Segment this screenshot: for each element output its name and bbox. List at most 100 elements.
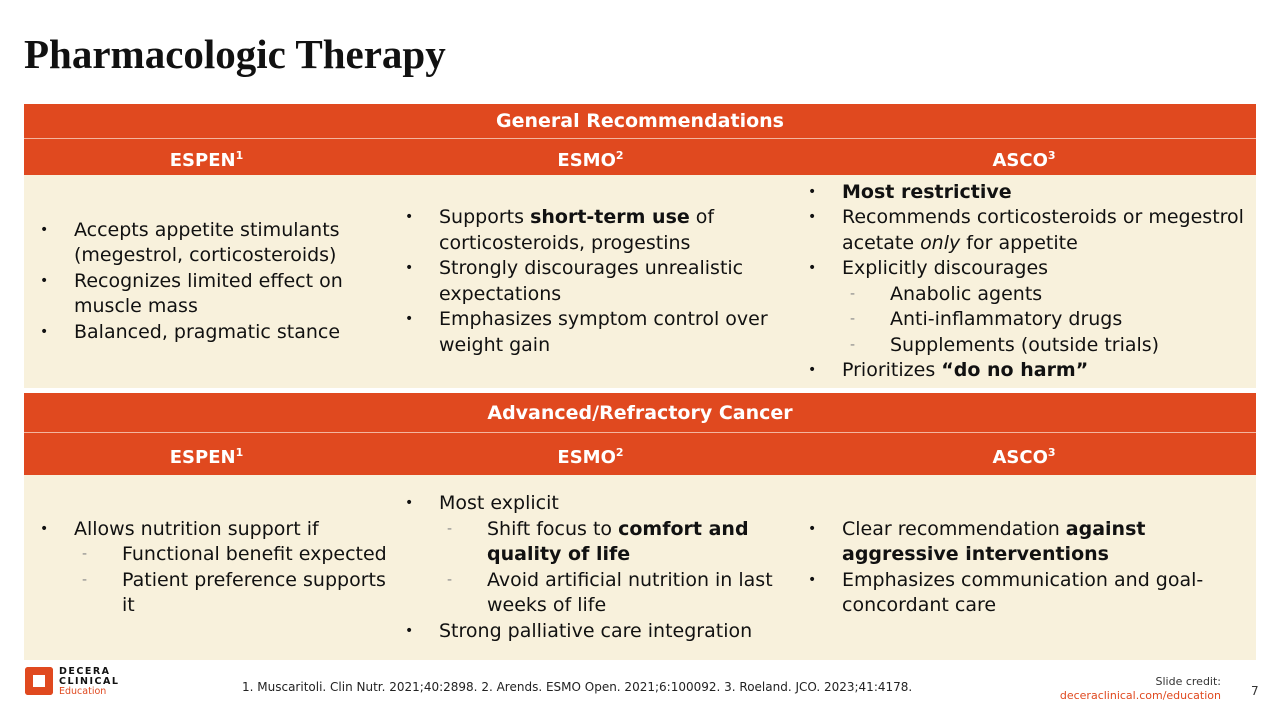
- column-name: ESMO: [557, 150, 616, 171]
- list-item-text: Recognizes limited effect on muscle mass: [74, 269, 389, 320]
- list-item-text: Most restrictive: [842, 180, 1012, 206]
- decera-logo: DECERA CLINICAL Education: [25, 667, 119, 697]
- text-segment: Strongly discourages unrealistic expecta…: [439, 257, 744, 305]
- list-item: • Most explicit: [405, 491, 792, 517]
- list-item-text: Emphasizes symptom control over weight g…: [439, 307, 792, 358]
- dash-icon: -: [850, 336, 856, 353]
- list-item-text: Functional benefit expected: [122, 542, 387, 568]
- text-segment: for appetite: [960, 231, 1078, 254]
- list-item-text: Prioritizes “do no harm”: [842, 358, 1088, 384]
- column-name: ASCO: [992, 447, 1048, 468]
- column-ref: 1: [235, 446, 244, 459]
- list-item: - Functional benefit expected: [40, 542, 389, 568]
- list-item: - Shift focus to comfort and quality of l…: [405, 517, 792, 568]
- list-item-text: Patient preference supports it: [122, 568, 389, 619]
- list-item: -Patient preference supports it: [40, 568, 389, 619]
- list-item: • Prioritizes “do no harm”: [808, 358, 1256, 384]
- text-segment: Supports: [439, 206, 531, 228]
- text-segment: Balanced, pragmatic stance: [74, 320, 341, 343]
- list-item: •Recommends corticosteroids or megestrol…: [808, 205, 1256, 256]
- credit-link[interactable]: deceraclinical.com/education: [1059, 689, 1221, 702]
- text-segment: Recommends corticosteroids or megestrol …: [842, 206, 1244, 254]
- list-item: • Clear recommendation against aggressive…: [808, 517, 1256, 568]
- text-segment: Allows nutrition support if: [74, 517, 319, 540]
- dash-icon: -: [850, 285, 856, 302]
- dash-icon: -: [447, 520, 453, 537]
- list-item: • Strong palliative care integration: [405, 619, 792, 645]
- text-segment: Strong palliative care integration: [439, 619, 753, 642]
- page-number: 7: [1251, 684, 1259, 698]
- list-item: -Avoid artificial nutrition in last week…: [405, 568, 792, 619]
- list-item-text: Accepts appetite stimulants (megestrol, …: [74, 218, 389, 269]
- text-segment: Recognizes limited effect on muscle mass: [74, 269, 343, 318]
- text-segment: Emphasizes symptom control over weight g…: [439, 308, 768, 356]
- column-ref: 2: [615, 446, 624, 459]
- list-item: -Anti-inflammatory drugs: [808, 307, 1256, 333]
- column-cell-asco: • Clear recommendation against aggressive…: [792, 475, 1256, 660]
- text-segment: Shift focus to: [487, 517, 619, 540]
- text-segment: Functional benefit expected: [122, 543, 387, 565]
- list-item: •Supports short-term use of corticostero…: [405, 205, 792, 256]
- bold-text: comfort and quality of life: [487, 517, 749, 566]
- logo-line1: DECERA: [59, 666, 111, 677]
- section-title: General Recommendations: [24, 104, 1256, 139]
- column-header-espen: ESPEN1: [24, 139, 389, 175]
- list-item: • Recognizes limited effect on muscle mas…: [40, 269, 389, 320]
- bullet-icon: •: [405, 311, 414, 327]
- column-ref: 2: [615, 149, 624, 162]
- list-item: •Allows nutrition support if: [40, 517, 389, 543]
- list-item-text: Anti-inflammatory drugs: [890, 307, 1122, 333]
- column-header-espen: ESPEN1: [24, 433, 389, 475]
- column-name: ASCO: [992, 150, 1048, 171]
- list-item-text: Shift focus to comfort and quality of li…: [487, 517, 792, 568]
- column-header-esmo: ESMO2: [389, 433, 792, 475]
- column-header-asco: ASCO3: [792, 433, 1256, 475]
- text-segment: Anabolic agents: [890, 282, 1043, 305]
- bullet-icon: •: [40, 221, 49, 238]
- bullet-icon: •: [808, 260, 817, 276]
- bold-text: Most restrictive: [842, 180, 1012, 203]
- bullet-icon: •: [808, 183, 817, 200]
- page-title: Pharmacologic Therapy: [24, 31, 446, 77]
- bullet-icon: •: [808, 520, 817, 537]
- dash-icon: -: [447, 571, 453, 588]
- bold-text: “do no harm”: [941, 359, 1089, 381]
- column-ref: 3: [1047, 149, 1056, 162]
- list-item: •Balanced, pragmatic stance: [40, 320, 389, 346]
- list-item-text: Strongly discourages unrealistic expecta…: [439, 256, 792, 307]
- logo-mark-icon: [25, 667, 53, 695]
- column-name: ESPEN: [169, 150, 236, 171]
- bullet-icon: •: [808, 571, 817, 588]
- column-header-asco: ASCO3: [792, 139, 1256, 175]
- text-segment: Most explicit: [439, 492, 559, 514]
- italic-text: only: [920, 231, 961, 254]
- column-ref: 1: [235, 149, 244, 162]
- text-segment: Clear recommendation: [842, 517, 1066, 540]
- list-item-text: Recommends corticosteroids or megestrol …: [842, 205, 1256, 256]
- bullet-icon: •: [40, 272, 49, 289]
- list-item-text: Explicitly discourages: [842, 256, 1048, 282]
- column-name: ESMO: [557, 447, 616, 468]
- column-cell-espen: • Accepts appetite stimulants (megestrol,…: [24, 175, 389, 388]
- column-cell-espen: •Allows nutrition support if - Functional …: [24, 475, 389, 660]
- list-item: •Emphasizes communication and goal-conco…: [808, 568, 1256, 619]
- references: 1. Muscaritoli. Clin Nutr. 2021;40:2898.…: [242, 680, 913, 694]
- bullet-icon: •: [405, 495, 414, 511]
- bullet-icon: •: [405, 622, 414, 639]
- general-recommendations-table: General Recommendations ESPEN1 ESMO2 ASCO3…: [24, 104, 1256, 388]
- logo-line3: Education: [59, 686, 107, 697]
- column-name: ESPEN: [169, 447, 236, 468]
- list-item-text: Balanced, pragmatic stance: [74, 320, 340, 346]
- list-item-text: Clear recommendation against aggressive …: [842, 517, 1256, 568]
- column-cell-esmo: • Most explicit - Shift focus to comfort an…: [389, 475, 792, 660]
- column-cell-esmo: •Supports short-term use of corticostero…: [389, 175, 792, 388]
- bullet-icon: •: [808, 362, 817, 378]
- credit-label: Slide credit:: [1155, 675, 1222, 688]
- bold-text: against aggressive interventions: [842, 517, 1146, 566]
- list-item: • Accepts appetite stimulants (megestrol,…: [40, 218, 389, 269]
- column-ref: 3: [1047, 446, 1056, 459]
- list-item-text: Most explicit: [439, 491, 559, 517]
- dash-icon: -: [82, 546, 88, 562]
- bullet-icon: •: [405, 260, 414, 276]
